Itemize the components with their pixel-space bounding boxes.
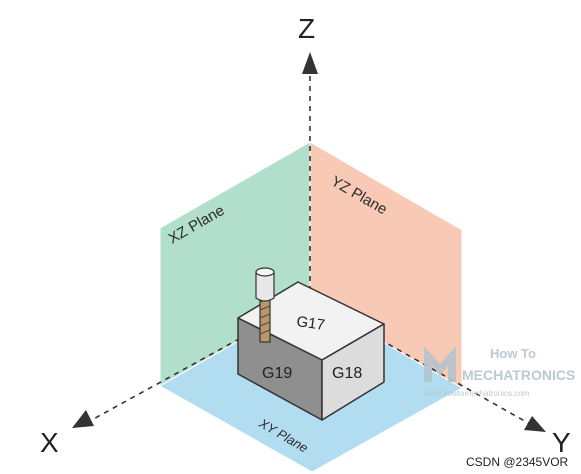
watermark-line2: MECHATRONICS — [462, 367, 575, 383]
block-right-face — [321, 323, 385, 421]
block-right-label: G18 — [332, 365, 362, 382]
block-left-label: G19 — [262, 365, 292, 382]
y-axis-arrow — [524, 416, 546, 432]
x-axis-arrow — [72, 410, 94, 428]
y-axis-label: Y — [552, 427, 571, 458]
watermark-logo-icon — [424, 346, 456, 382]
z-axis-label: Z — [298, 13, 315, 44]
tool-shank-top — [255, 267, 275, 277]
x-axis-label: X — [40, 427, 59, 458]
watermark: How To MECHATRONICS www.howtomechatronic… — [423, 346, 575, 398]
footer-credit: CSDN @2345VOR — [466, 455, 569, 469]
block-top-label: G17 — [295, 313, 325, 334]
tool-shank — [255, 271, 275, 302]
watermark-line1: How To — [490, 346, 536, 361]
watermark-url: www.howtomechatronics.com — [423, 389, 530, 398]
z-axis-arrow — [302, 52, 318, 74]
end-mill-tool — [255, 267, 275, 343]
